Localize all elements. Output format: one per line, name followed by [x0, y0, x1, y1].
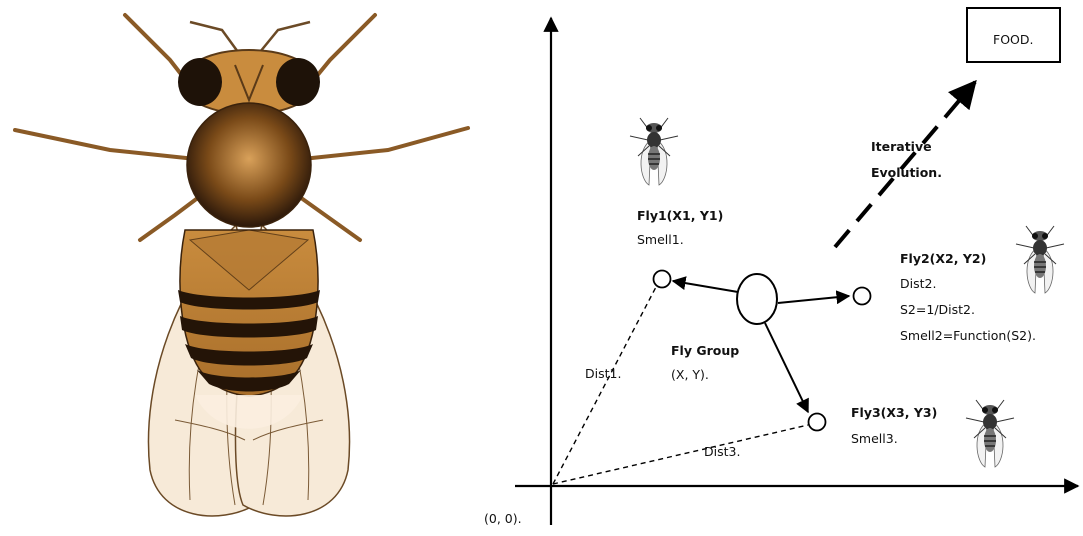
dist1-label: Dist1. [585, 366, 621, 381]
fly3-icon [966, 400, 1014, 467]
fly2-node [854, 288, 871, 305]
left-eye [178, 58, 222, 106]
fly-group-node [737, 274, 777, 324]
fly1-node [654, 271, 671, 288]
fly3-coord-label: Fly3(X3, Y3) [851, 405, 937, 420]
fly2-coord-label: Fly2(X2, Y2) [900, 251, 986, 266]
origin-label: (0, 0). [484, 511, 522, 526]
fly2-formula-label: S2=1/Dist2. [900, 302, 975, 317]
food-label: FOOD. [993, 32, 1033, 47]
fly2-dist-label: Dist2. [900, 276, 936, 291]
fly3-node [809, 414, 826, 431]
fly1-smell-label: Smell1. [637, 232, 684, 247]
fly-thorax [187, 103, 311, 227]
fly3-smell-label: Smell3. [851, 431, 898, 446]
arrow-to-fly2 [778, 296, 849, 303]
arrow-to-fly1 [673, 281, 738, 292]
right-eye [276, 58, 320, 106]
dist3-label: Dist3. [704, 444, 740, 459]
fly-antennae [190, 22, 310, 52]
fly1-icon [630, 118, 678, 185]
dist3-line [553, 425, 808, 484]
iterative-label: Iterative [871, 139, 932, 154]
evolution-label: Evolution. [871, 165, 942, 180]
fruit-fly-illustration [15, 15, 468, 516]
fly-group-coord: (X, Y). [671, 367, 709, 382]
fly2-icon [1016, 226, 1064, 293]
fly1-coord-label: Fly1(X1, Y1) [637, 208, 723, 223]
fly2-smell-label: Smell2=Function(S2). [900, 328, 1036, 343]
fly-group-label: Fly Group [671, 343, 739, 358]
arrow-to-fly3 [765, 323, 808, 412]
dist1-line [553, 287, 656, 484]
